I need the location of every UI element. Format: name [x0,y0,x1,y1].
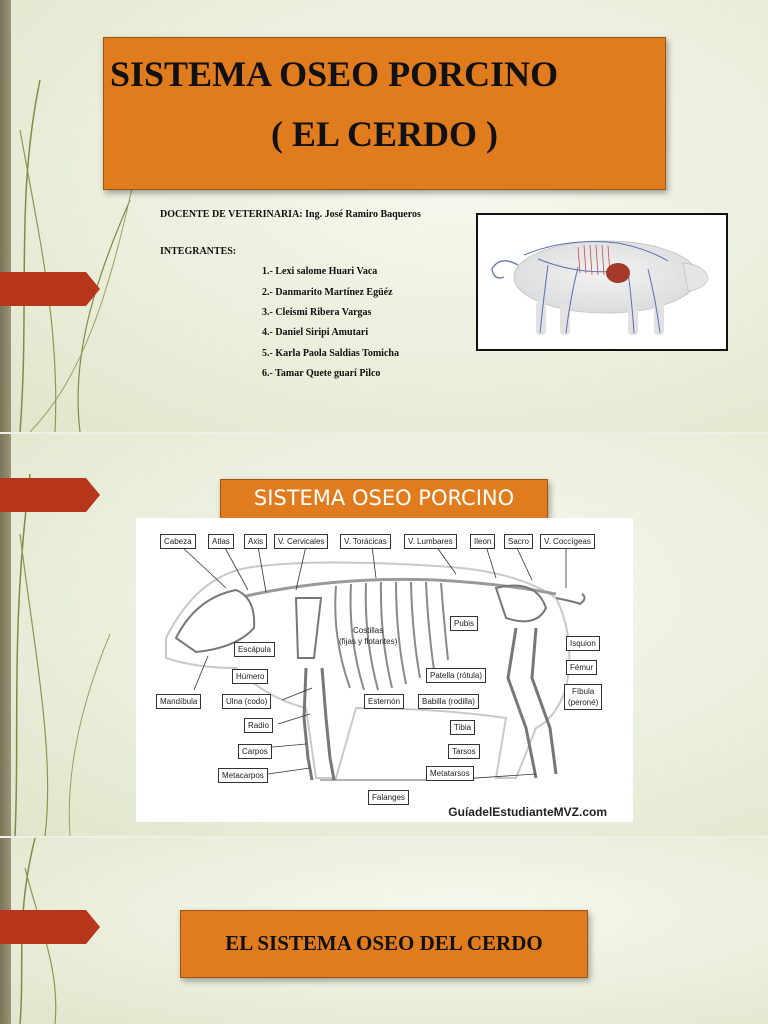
label-mandibula: Mandíbula [156,694,202,709]
heading-box: EL SISTEMA OSEO DEL CERDO [180,910,588,978]
label-metacarpos: Metacarpos [218,768,268,783]
label-costillas-sub: (fijas y flotantes) [339,637,398,646]
integrante-item: 3.- Cleismi Ribera Vargas [262,307,372,318]
slide-1: SISTEMA OSEO PORCINO ( EL CERDO ) DOCENT… [0,0,768,432]
left-accent-bar [0,0,11,432]
label-ulna: Ulna (codo) [222,694,272,709]
integrante-item: 5.- Karla Paola Saldias Tomicha [262,348,399,359]
grass-decoration [14,473,111,836]
watermark: GuíadelEstudianteMVZ.com [448,805,607,819]
label-humero: Húmero [232,669,269,684]
label-escapula: Escápula [234,642,275,657]
label-falanges: Falanges [368,790,409,805]
pig-circulatory-image [476,213,728,351]
label-v-lumbares: V. Lumbares [404,534,457,549]
page-title: SISTEMA OSEO PORCINO [110,54,559,94]
title-box: SISTEMA OSEO PORCINO ( EL CERDO ) [103,37,666,190]
label-fibula: Fíbula (peroné) [564,684,603,710]
label-costillas-name: Costillas [353,626,384,635]
label-metatarsos: Metatarsos [426,766,474,781]
label-isquion: Isquion [566,636,600,651]
integrante-item: 6.- Tamar Quete guarí Pilco [262,368,381,379]
label-radio: Radio [244,718,273,733]
label-tarsos: Tarsos [448,744,480,759]
integrantes-heading: INTEGRANTES: [160,246,237,257]
section-subtitle: SISTEMA OSEO PORCINO [253,486,515,510]
label-cabeza: Cabeza [160,534,196,549]
arrow-tab [0,272,100,306]
label-pubis: Pubis [450,616,479,631]
grass-decoration [19,79,140,432]
label-babilla: Babilla (rodilla) [418,694,479,709]
integrante-item: 4.- Daniel Siripi Amutari [262,327,369,338]
label-carpos: Carpos [238,744,272,759]
label-femur: Fémur [566,660,598,675]
label-tibia: Tibia [450,720,476,735]
label-axis: Axis [244,534,268,549]
pig-skeleton-diagram: Cabeza Atlas Axis V. Cervicales V. Torác… [136,518,633,822]
arrow-tab [0,910,100,944]
integrante-item: 1.- Lexi salome Huari Vaca [262,266,378,277]
label-fibula-alt: (peroné) [568,698,599,707]
label-v-coccigeas: V. Coccígeas [540,534,595,549]
label-atlas: Atlas [208,534,234,549]
left-accent-bar [0,434,11,836]
label-v-toracicas: V. Torácicas [340,534,391,549]
label-ileon: Ileon [470,534,496,549]
label-patella: Patella (rótula) [426,668,487,683]
integrante-item: 2.- Danmarito Martínez Egüéz [262,287,393,298]
label-esternon: Esternón [364,694,405,709]
label-sacro: Sacro [504,534,533,549]
page-title-subtitle: ( EL CERDO ) [270,114,499,154]
label-v-cervicales: V. Cervicales [274,534,329,549]
docente-text: DOCENTE DE VETERINARIA: Ing. José Ramiro… [160,209,421,220]
label-costillas: Costillas (fijas y flotantes) [336,624,400,648]
arrow-tab [0,478,100,512]
label-fibula-name: Fíbula [572,687,595,696]
section-heading: EL SISTEMA OSEO DEL CERDO [225,931,543,955]
subtitle-box: SISTEMA OSEO PORCINO [220,479,548,521]
